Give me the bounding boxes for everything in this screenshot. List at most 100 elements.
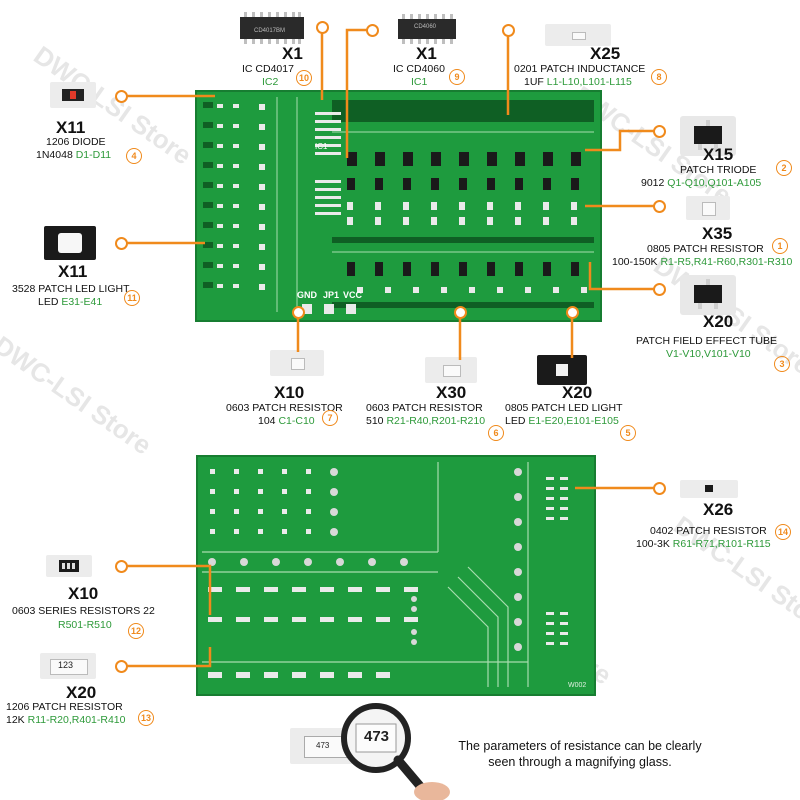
callout-11-count: X11 [58,262,88,281]
ic-cd4017-marking: CD4017BM [254,28,286,34]
callout-10-number: 10 [296,70,312,86]
callout-1-number: 1 [772,238,788,254]
callout-14-count: X26 [703,500,734,519]
callout-6-number: 6 [488,425,504,441]
callout-12-number: 12 [128,623,144,639]
callout-1-line2: 100-150K R1-R5,R41-R60,R301-R310 [612,256,793,268]
callout-dot [292,306,305,319]
callout-5-line1: 0805 PATCH LED LIGHT [505,402,623,414]
callout-3-line2: V1-V10,V101-V10 [666,348,751,360]
callout-4-number: 4 [126,148,142,164]
callout-3-number: 3 [774,356,790,372]
callout-14-line2: 100-3K R61-R71,R101-R115 [636,538,771,550]
callout-11-line2: LED E31-E41 [38,296,103,308]
callout-6-line2: 510 R21-R40,R201-R210 [366,415,486,427]
callout-5-count: X20 [562,383,593,402]
callout-13-line2: 12K R11-R20,R401-R410 [6,714,126,726]
callout-8-line2: 1UF L1-L10,L101-L115 [524,76,632,88]
bottom-pcb-traces [202,462,568,687]
callout-dot [653,482,666,495]
callout-12-line2: R501-R510 [58,619,112,631]
diode-1206-image [50,82,96,108]
bottom-pcb-board: W002 [196,455,596,696]
pcb-label-jp1: JP1 [323,290,340,300]
resistor-0603-104-image [270,350,324,376]
callout-14-line1: 0402 PATCH RESISTOR [650,525,767,537]
callout-2-line1: PATCH TRIODE [680,164,757,176]
callout-dot [454,306,467,319]
ic-cd4017-image: CD4017BM [240,12,304,44]
callout-9-line2: IC1 [411,76,428,88]
callout-13-line1: 1206 PATCH RESISTOR [6,701,123,713]
callout-7-number: 7 [322,410,338,426]
callout-dot [566,306,579,319]
callout-dot [653,200,666,213]
callout-4-line1: 1206 DIODE [46,136,106,148]
callout-dot [653,283,666,296]
callout-8-count: X25 [590,44,621,63]
callout-8-line1: 0201 PATCH INDUCTANCE [514,63,646,75]
resistor-0402-image [680,480,738,498]
ic-cd4060-marking: CD4060 [414,24,437,30]
callout-4-count: X11 [56,118,86,137]
series-resistor-image [46,555,92,577]
callout-6-count: X30 [436,383,467,402]
pcb-label-ic1: IC1 [315,142,328,151]
callout-8-number: 8 [651,69,667,85]
callout-dot [316,21,329,34]
callout-1-count: X35 [702,224,733,243]
pcb-label-gnd: GND [297,290,317,300]
magnified-resistor-marking: 473 [364,728,390,745]
callout-7-count: X10 [274,383,305,402]
pcb-board-code: W002 [568,682,587,689]
callout-dot [115,660,128,673]
led-3528-image [44,226,96,260]
callout-13-count: X20 [66,683,97,702]
callout-dot [115,90,128,103]
callout-11-line1: 3528 PATCH LED LIGHT [12,283,130,295]
callout-dot [653,125,666,138]
fet-image [680,275,736,315]
callout-10-line1: IC CD4017 [242,63,294,75]
top-pcb-board: GND JP1 VCC IC1 [195,90,602,322]
ic-cd4060-image: CD4060 [398,14,456,44]
resistor-0603-510-image [425,357,477,383]
callout-14-number: 14 [775,524,791,540]
callout-12-line1: 0603 SERIES RESISTORS 22 [12,605,155,617]
callout-10-count: X1 [282,44,303,63]
callout-dot [502,24,515,37]
callout-7-line2: 104 C1-C10 [258,415,315,427]
callout-5-line2: LED E1-E20,E101-E105 [505,415,619,427]
magnifier-caption: The parameters of resistance can be clea… [430,738,730,770]
resistor-1206-marking: 123 [58,660,74,670]
callout-dot [115,237,128,250]
callout-3-line1: PATCH FIELD EFFECT TUBE [636,335,777,347]
small-resistor-marking: 473 [316,741,330,750]
callout-9-line1: IC CD4060 [393,63,445,75]
callout-dot [115,560,128,573]
callout-3-count: X20 [703,312,734,331]
callout-7-line1: 0603 PATCH RESISTOR [226,402,343,414]
callout-dot [366,24,379,37]
callout-2-count: X15 [703,145,734,164]
callout-4-line2: 1N4048 D1-D11 [36,149,112,161]
callout-9-number: 9 [449,69,465,85]
callout-9-count: X1 [416,44,437,63]
resistor-1206-image: 123 [40,653,96,679]
caption-line-2: seen through a magnifying glass. [488,755,672,769]
callout-2-line2: 9012 Q1-Q10,Q101-A105 [641,177,762,189]
callout-5-number: 5 [620,425,636,441]
callout-11-number: 11 [124,290,140,306]
callout-6-line1: 0603 PATCH RESISTOR [366,402,483,414]
callout-1-line1: 0805 PATCH RESISTOR [647,243,764,255]
callout-2-number: 2 [776,160,792,176]
callout-13-number: 13 [138,710,154,726]
triode-image [680,116,736,156]
callout-12-count: X10 [68,584,99,603]
callout-10-line2: IC2 [262,76,279,88]
inductance-0201-image [545,24,611,46]
resistor-0805-image [686,196,730,220]
led-0805-image [537,355,587,385]
top-pcb-traces [203,97,594,314]
